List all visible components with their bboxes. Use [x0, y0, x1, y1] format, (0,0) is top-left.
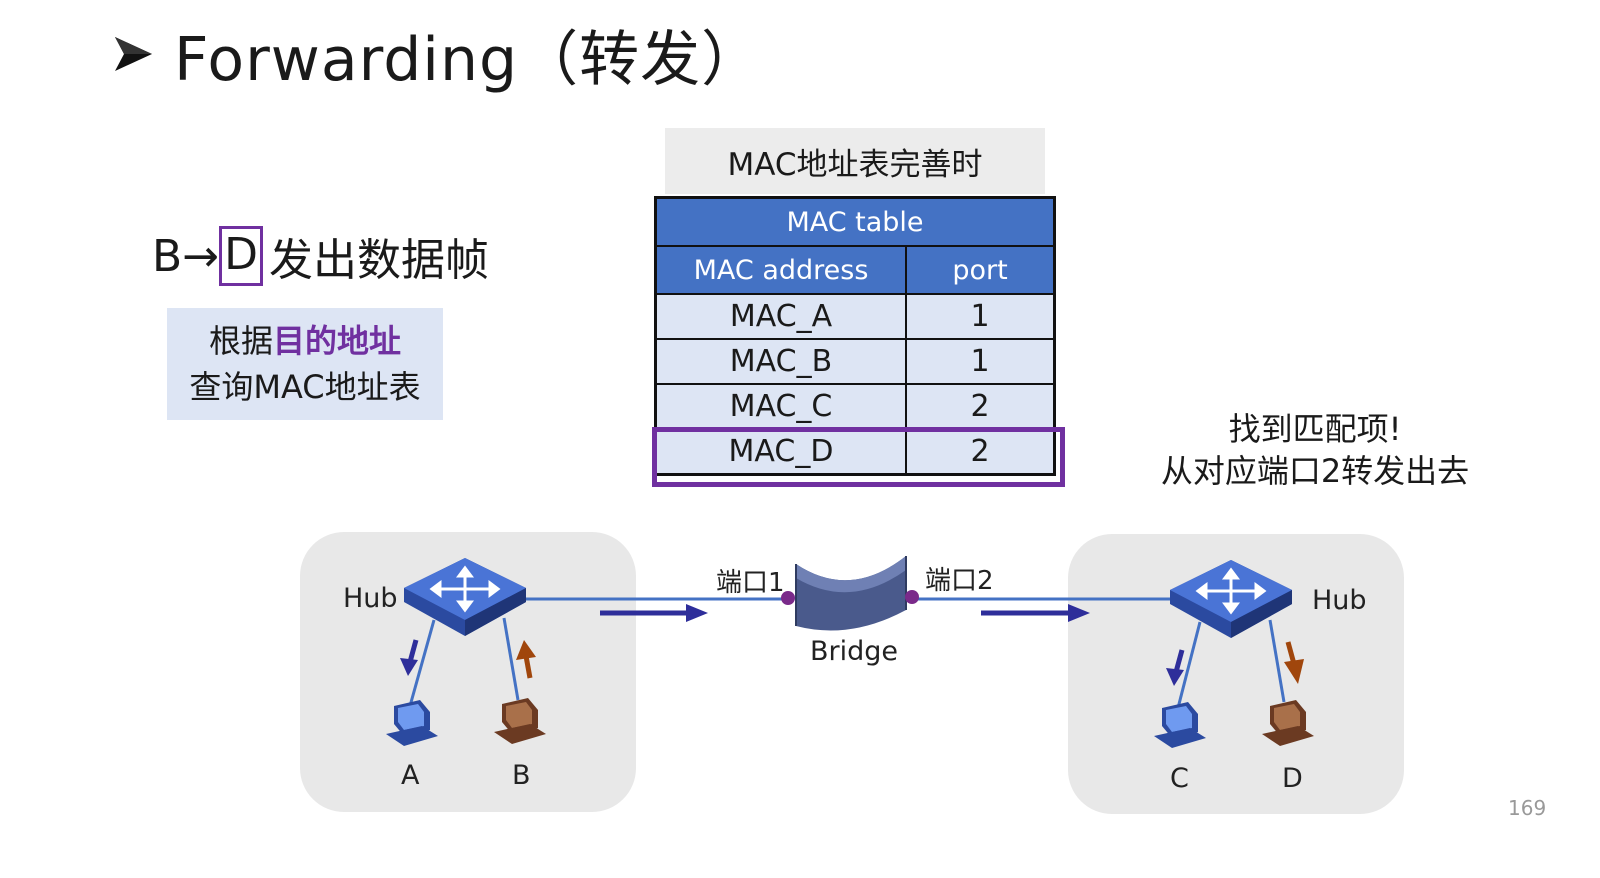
mac-table: MAC table MAC address port MAC_A 1 MAC_B…	[654, 196, 1056, 476]
hub-left-icon	[404, 558, 526, 636]
port1-dot	[781, 591, 795, 605]
host-d-icon	[1262, 700, 1314, 746]
flow-arrow-left	[600, 604, 708, 622]
bridge-label: Bridge	[810, 636, 899, 667]
flow-arrow-right	[981, 604, 1090, 622]
link-hub-left-to-a	[408, 619, 436, 707]
frame-destination-box: D	[219, 226, 263, 286]
arrow-down-to-c	[1166, 649, 1185, 686]
table-row: MAC_D 2	[654, 428, 1056, 476]
cell-port: 2	[905, 428, 1056, 476]
matched-row-highlight	[652, 427, 1065, 487]
cell-port: 1	[905, 338, 1056, 385]
host-b-label: B	[512, 760, 531, 791]
page-number: 169	[1508, 796, 1547, 820]
title-text: Forwarding（转发）	[174, 24, 763, 95]
frame-action: 发出数据帧	[268, 235, 489, 286]
bridge-icon	[781, 556, 919, 631]
port2-dot	[905, 590, 919, 604]
host-b-icon	[494, 698, 546, 744]
host-c-icon	[1154, 702, 1206, 748]
match-note-line-1: 找到匹配项!	[1228, 410, 1402, 448]
hub-left-label: Hub	[343, 583, 398, 614]
port2-label: 端口2	[925, 566, 994, 596]
table-caption: MAC地址表完善时	[665, 128, 1045, 194]
cell-address: MAC_D	[654, 428, 907, 476]
lookup-prefix: 根据	[208, 322, 273, 360]
table-row: MAC_A 1	[654, 293, 1056, 340]
arrowhead-bullet-icon	[115, 37, 152, 71]
link-hub-left-to-b	[502, 617, 520, 701]
port1-label: 端口1	[716, 568, 785, 598]
cell-address: MAC_A	[654, 293, 907, 340]
host-d-label: D	[1282, 763, 1303, 794]
host-a-icon	[386, 700, 438, 746]
cell-port: 1	[905, 293, 1056, 340]
lookup-emphasis: 目的地址	[273, 322, 402, 360]
lookup-line-2: 查询MAC地址表	[189, 368, 421, 406]
cell-address: MAC_B	[654, 338, 907, 385]
hub-right-label: Hub	[1312, 585, 1367, 616]
mac-table-title: MAC table	[654, 196, 1056, 247]
match-note-line-2: 从对应端口2转发出去	[1160, 452, 1470, 490]
host-a-label: A	[401, 760, 420, 791]
table-row: MAC_C 2	[654, 383, 1056, 430]
lookup-callout: 根据目的地址 查询MAC地址表	[167, 308, 443, 420]
hub-right-icon	[1170, 560, 1292, 638]
column-header-port: port	[905, 245, 1056, 295]
frame-source: B→	[152, 230, 220, 282]
arrow-up-from-b	[516, 640, 536, 679]
column-header-address: MAC address	[654, 245, 907, 295]
slide-title: Forwarding（转发）	[112, 14, 762, 95]
table-row: MAC_B 1	[654, 338, 1056, 385]
host-c-label: C	[1170, 763, 1189, 794]
lookup-line-1: 根据目的地址	[209, 318, 401, 364]
frame-caption: B→ D 发出数据帧	[152, 224, 489, 288]
arrow-down-to-a	[400, 639, 419, 676]
link-hub-right-to-c	[1176, 621, 1202, 709]
arrow-down-to-d	[1284, 641, 1304, 684]
match-note: 找到匹配项! 从对应端口2转发出去	[1140, 408, 1490, 492]
links	[408, 597, 1286, 709]
cell-port: 2	[905, 383, 1056, 430]
link-hub-right-to-d	[1268, 619, 1286, 703]
